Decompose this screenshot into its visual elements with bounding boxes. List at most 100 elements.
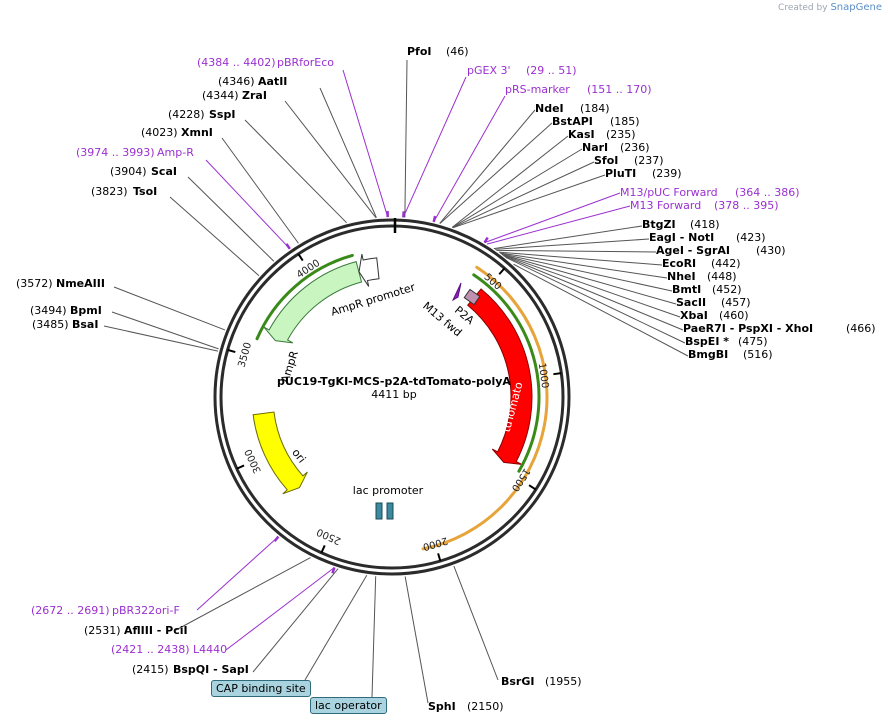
tick-mark (227, 348, 236, 354)
leader-line (196, 536, 279, 611)
leader-line (452, 148, 583, 228)
label-m13-puc-forward: M13/pUC Forward (364 .. 386) (620, 186, 800, 199)
plasmid-size: 4411 bp (371, 388, 416, 401)
enzyme-name: ScaI (151, 165, 177, 178)
leader-line (498, 251, 663, 266)
leader-line (404, 59, 408, 218)
enzyme-name: BspQI - SapI (173, 663, 249, 676)
enzyme-name: BpmI (70, 304, 102, 317)
label-bmgbi: BmgBI (516) (688, 348, 773, 361)
leader-line (503, 255, 684, 331)
leader-line (452, 161, 595, 228)
tick-label: 500 (482, 272, 504, 293)
enzyme-name: SphI (428, 700, 456, 713)
plasmid-name: pUC19-TgKI-MCS-p2A-tdTomato-polyA (277, 375, 511, 388)
label-bsrgi: BsrGI (1955) (501, 675, 582, 688)
enzyme-name: TsoI (133, 185, 157, 198)
p2a-block (463, 288, 481, 306)
enzyme-name: BtgZI (642, 218, 676, 231)
label-amp-r-primer: (3974 .. 3993) Amp-R (76, 146, 194, 159)
tick-label: 2000 (421, 534, 449, 552)
m13fwd-primer-arrow (451, 282, 462, 302)
enzyme-pos: (466) (846, 322, 876, 335)
leader-line (500, 252, 668, 279)
enzyme-name: EagI - NotI (649, 231, 714, 244)
leader-line (453, 565, 499, 681)
enzyme-pos: (475) (738, 335, 768, 348)
leader-line (496, 249, 657, 253)
snapgene-logo: SnapGene (830, 2, 882, 13)
label-sphi: SphI (2150) (428, 700, 504, 713)
tick-label: 1500 (509, 466, 532, 493)
tdtomato-orf-green (472, 273, 541, 473)
lac-operator-block (386, 502, 394, 520)
tick-mark (320, 545, 326, 554)
enzyme-pos: (2531) (84, 624, 121, 637)
primer-name: pRS-marker (505, 83, 570, 96)
primer-name: M13/pUC Forward (620, 186, 718, 199)
leader-line (439, 122, 553, 224)
tick-mark (553, 372, 562, 376)
leader-line (244, 119, 348, 224)
label-ndei: NdeI (184) (535, 102, 610, 115)
label-xmni: (4023) XmnI (141, 126, 213, 139)
enzyme-name: SacII (676, 296, 706, 309)
brand-prefix: Created by (778, 3, 828, 13)
leader-line (451, 135, 569, 228)
leader-line (113, 286, 226, 331)
l4440-site (331, 567, 336, 574)
tick-label: 3500 (237, 341, 255, 368)
leader-line (501, 253, 677, 305)
enzyme-pos: (3823) (91, 185, 128, 198)
enzyme-name: BspEI * (685, 335, 729, 348)
tick-mark (297, 253, 304, 262)
leader-line (493, 225, 643, 250)
enzyme-pos: (236) (620, 141, 650, 154)
primer-name: pBR322ori-F (112, 604, 180, 617)
enzyme-pos: (1955) (545, 675, 582, 688)
leader-line (452, 174, 606, 229)
primer-name: Amp-R (157, 146, 194, 159)
leader-line (175, 557, 311, 631)
enzyme-pos: (4344) (202, 89, 239, 102)
enzyme-name: NarI (582, 141, 608, 154)
leader-line (205, 159, 291, 250)
enzyme-name: AflIII - PciI (124, 624, 188, 637)
tick-mark (236, 464, 245, 470)
tick-mark (498, 267, 506, 275)
label-bpmi: (3494) BpmI (30, 304, 102, 317)
label-m13-forward: M13 Forward (378 .. 395) (630, 199, 779, 212)
enzyme-pos: (4346) (218, 75, 255, 88)
enzyme-name: XbaI (680, 309, 708, 322)
enzyme-name: NheI (667, 270, 696, 283)
lac-promoter-block (375, 502, 383, 520)
label-eagi-noti: EagI - NotI (423) (649, 231, 766, 244)
enzyme-pos: (2415) (132, 663, 169, 676)
backbone-inner-ring (219, 224, 565, 570)
enzyme-pos: (3572) (16, 277, 53, 290)
enzyme-pos: (423) (736, 231, 766, 244)
enzyme-pos: (239) (652, 167, 682, 180)
enzyme-pos: (418) (690, 218, 720, 231)
enzyme-name: AatII (258, 75, 287, 88)
primer-range: (378 .. 395) (714, 199, 779, 212)
leader-line (225, 567, 335, 651)
label-agei-sgrai: AgeI - SgrAI (430) (656, 244, 786, 257)
label-xbai: XbaI (460) (680, 309, 749, 322)
label-sspi: (4228) SspI (168, 108, 235, 121)
label-nari: NarI (236) (582, 141, 650, 154)
leader-line (494, 238, 650, 250)
enzyme-pos: (3494) (30, 304, 67, 317)
enzyme-pos: (4023) (141, 126, 178, 139)
leader-line (404, 576, 429, 704)
primer-range: (2672 .. 2691) (31, 604, 110, 617)
label-zrai: (4344) ZraI (202, 89, 267, 102)
feature-layer (252, 211, 549, 574)
enzyme-name: EcoRI (662, 257, 696, 270)
label-l4440: (2421 .. 2438) L4440 (111, 643, 227, 656)
brand-credit: Created by SnapGene (778, 2, 882, 13)
enzyme-pos: (448) (707, 270, 737, 283)
enzyme-name: BmtI (672, 283, 701, 296)
label-pbrforeco: (4384 .. 4402) pBRforEco (197, 56, 334, 69)
